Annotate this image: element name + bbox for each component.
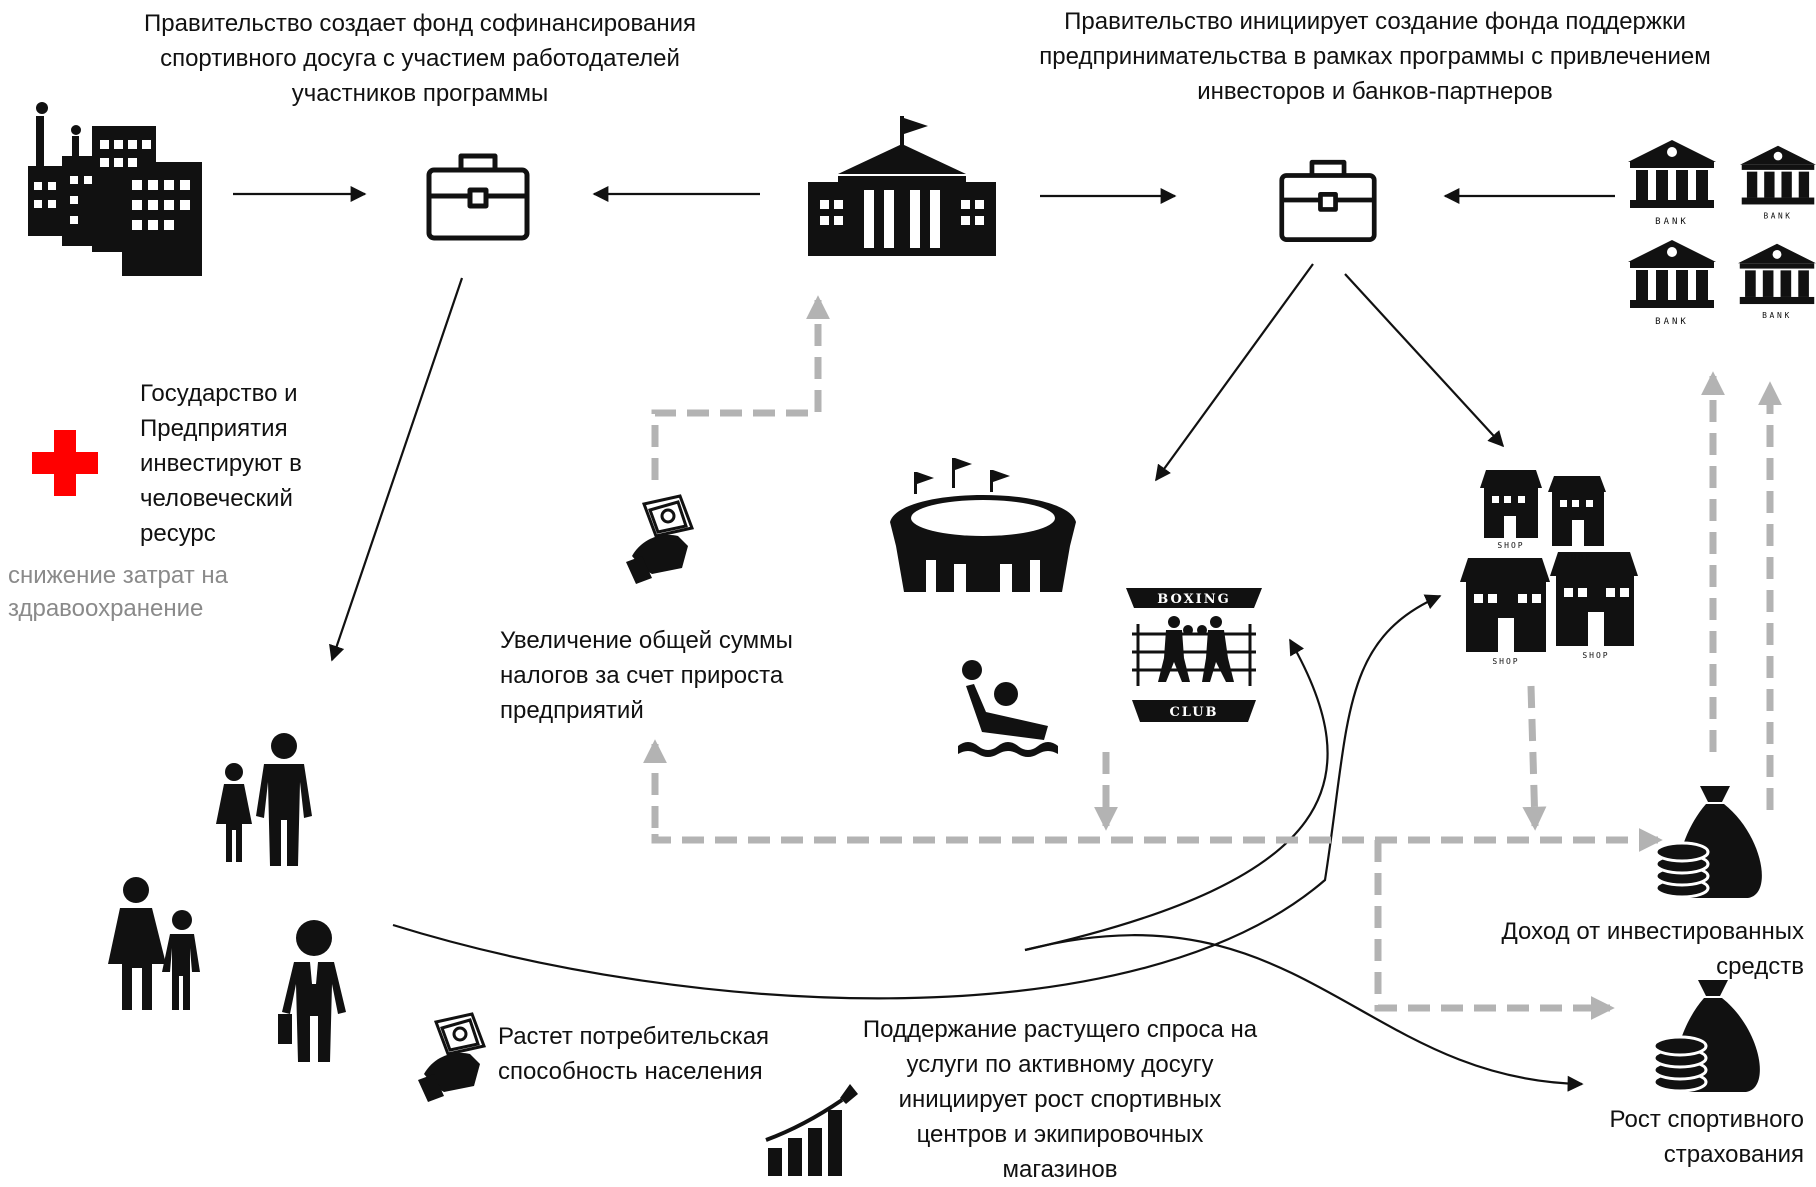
arrow-business-fund-to-stadium	[1155, 263, 1314, 482]
family-mother-child-icon	[108, 877, 200, 1010]
curve-to-insurance	[1024, 934, 1584, 1092]
consumer-growth-text: Растет потребительская способность насел…	[498, 1023, 770, 1085]
svg-text:SHOP: SHOP	[1492, 657, 1519, 666]
bank-icon: BANK	[1738, 243, 1816, 320]
svg-text:BANK: BANK	[1762, 311, 1792, 320]
money-bag-icon	[1654, 786, 1762, 899]
dashed-to-insurance	[1374, 840, 1615, 1020]
insurance-growth-text: Рост спортивного страхования	[1609, 1106, 1804, 1168]
curve-people-to-boxing	[1024, 638, 1329, 952]
fund-sport-title: Правительство создает фонд софинансирова…	[144, 10, 696, 107]
tax-growth-text: Увеличение общей суммы налогов за счет п…	[500, 627, 793, 724]
fund-business-title: Правительство инициирует создание фонда …	[1039, 8, 1711, 105]
businessman-icon	[278, 920, 346, 1062]
dashed-money-to-government	[651, 295, 830, 480]
business-fund-briefcase-icon	[1279, 159, 1377, 242]
svg-text:BANK: BANK	[1655, 217, 1689, 227]
human-capital-text: Государство и Предприятия инвестируют в …	[140, 380, 302, 547]
arrow-sport-fund-to-people	[329, 277, 464, 662]
shops-icon: SHOP SHOP SHOP SHOP	[1460, 470, 1638, 666]
svg-text:SHOP: SHOP	[1564, 553, 1591, 562]
money-bag-icon	[1652, 980, 1760, 1093]
demand-support-text: Поддержание растущего спроса на услуги п…	[862, 1016, 1258, 1183]
bank-icon: BANK	[1740, 145, 1816, 220]
factories-icon	[28, 102, 202, 276]
water-polo-icon	[958, 660, 1058, 757]
bank-icon: BANK	[1628, 240, 1716, 327]
money-hand-icon	[626, 494, 695, 584]
money-hand-icon	[418, 1012, 487, 1102]
boxing-club-icon: BOXING CLUB	[1126, 588, 1262, 722]
growth-chart-rocket-icon	[765, 1084, 858, 1176]
stadium-icon	[890, 458, 1076, 592]
svg-text:SHOP: SHOP	[1497, 541, 1524, 550]
svg-text:BANK: BANK	[1655, 317, 1689, 327]
family-parent-child-icon	[216, 733, 312, 866]
curve-people-to-shops	[392, 594, 1442, 1000]
government-building-icon	[808, 116, 996, 256]
svg-text:BOXING: BOXING	[1157, 592, 1230, 607]
investment-income-text: Доход от инвестированных средств	[1501, 918, 1804, 980]
svg-text:BANK: BANK	[1763, 211, 1792, 220]
red-cross-icon	[32, 430, 98, 496]
bank-icon: BANK	[1628, 140, 1716, 227]
dashed-shops-down	[1522, 685, 1547, 831]
arrow-business-fund-to-shops	[1344, 273, 1505, 448]
healthcare-savings-text: снижение затрат на здравоохранение	[8, 562, 228, 622]
sport-fund-briefcase-icon	[426, 153, 530, 241]
svg-text:CLUB: CLUB	[1169, 705, 1218, 720]
dashed-main-income-line	[651, 828, 1663, 852]
svg-text:SHOP: SHOP	[1582, 651, 1609, 660]
